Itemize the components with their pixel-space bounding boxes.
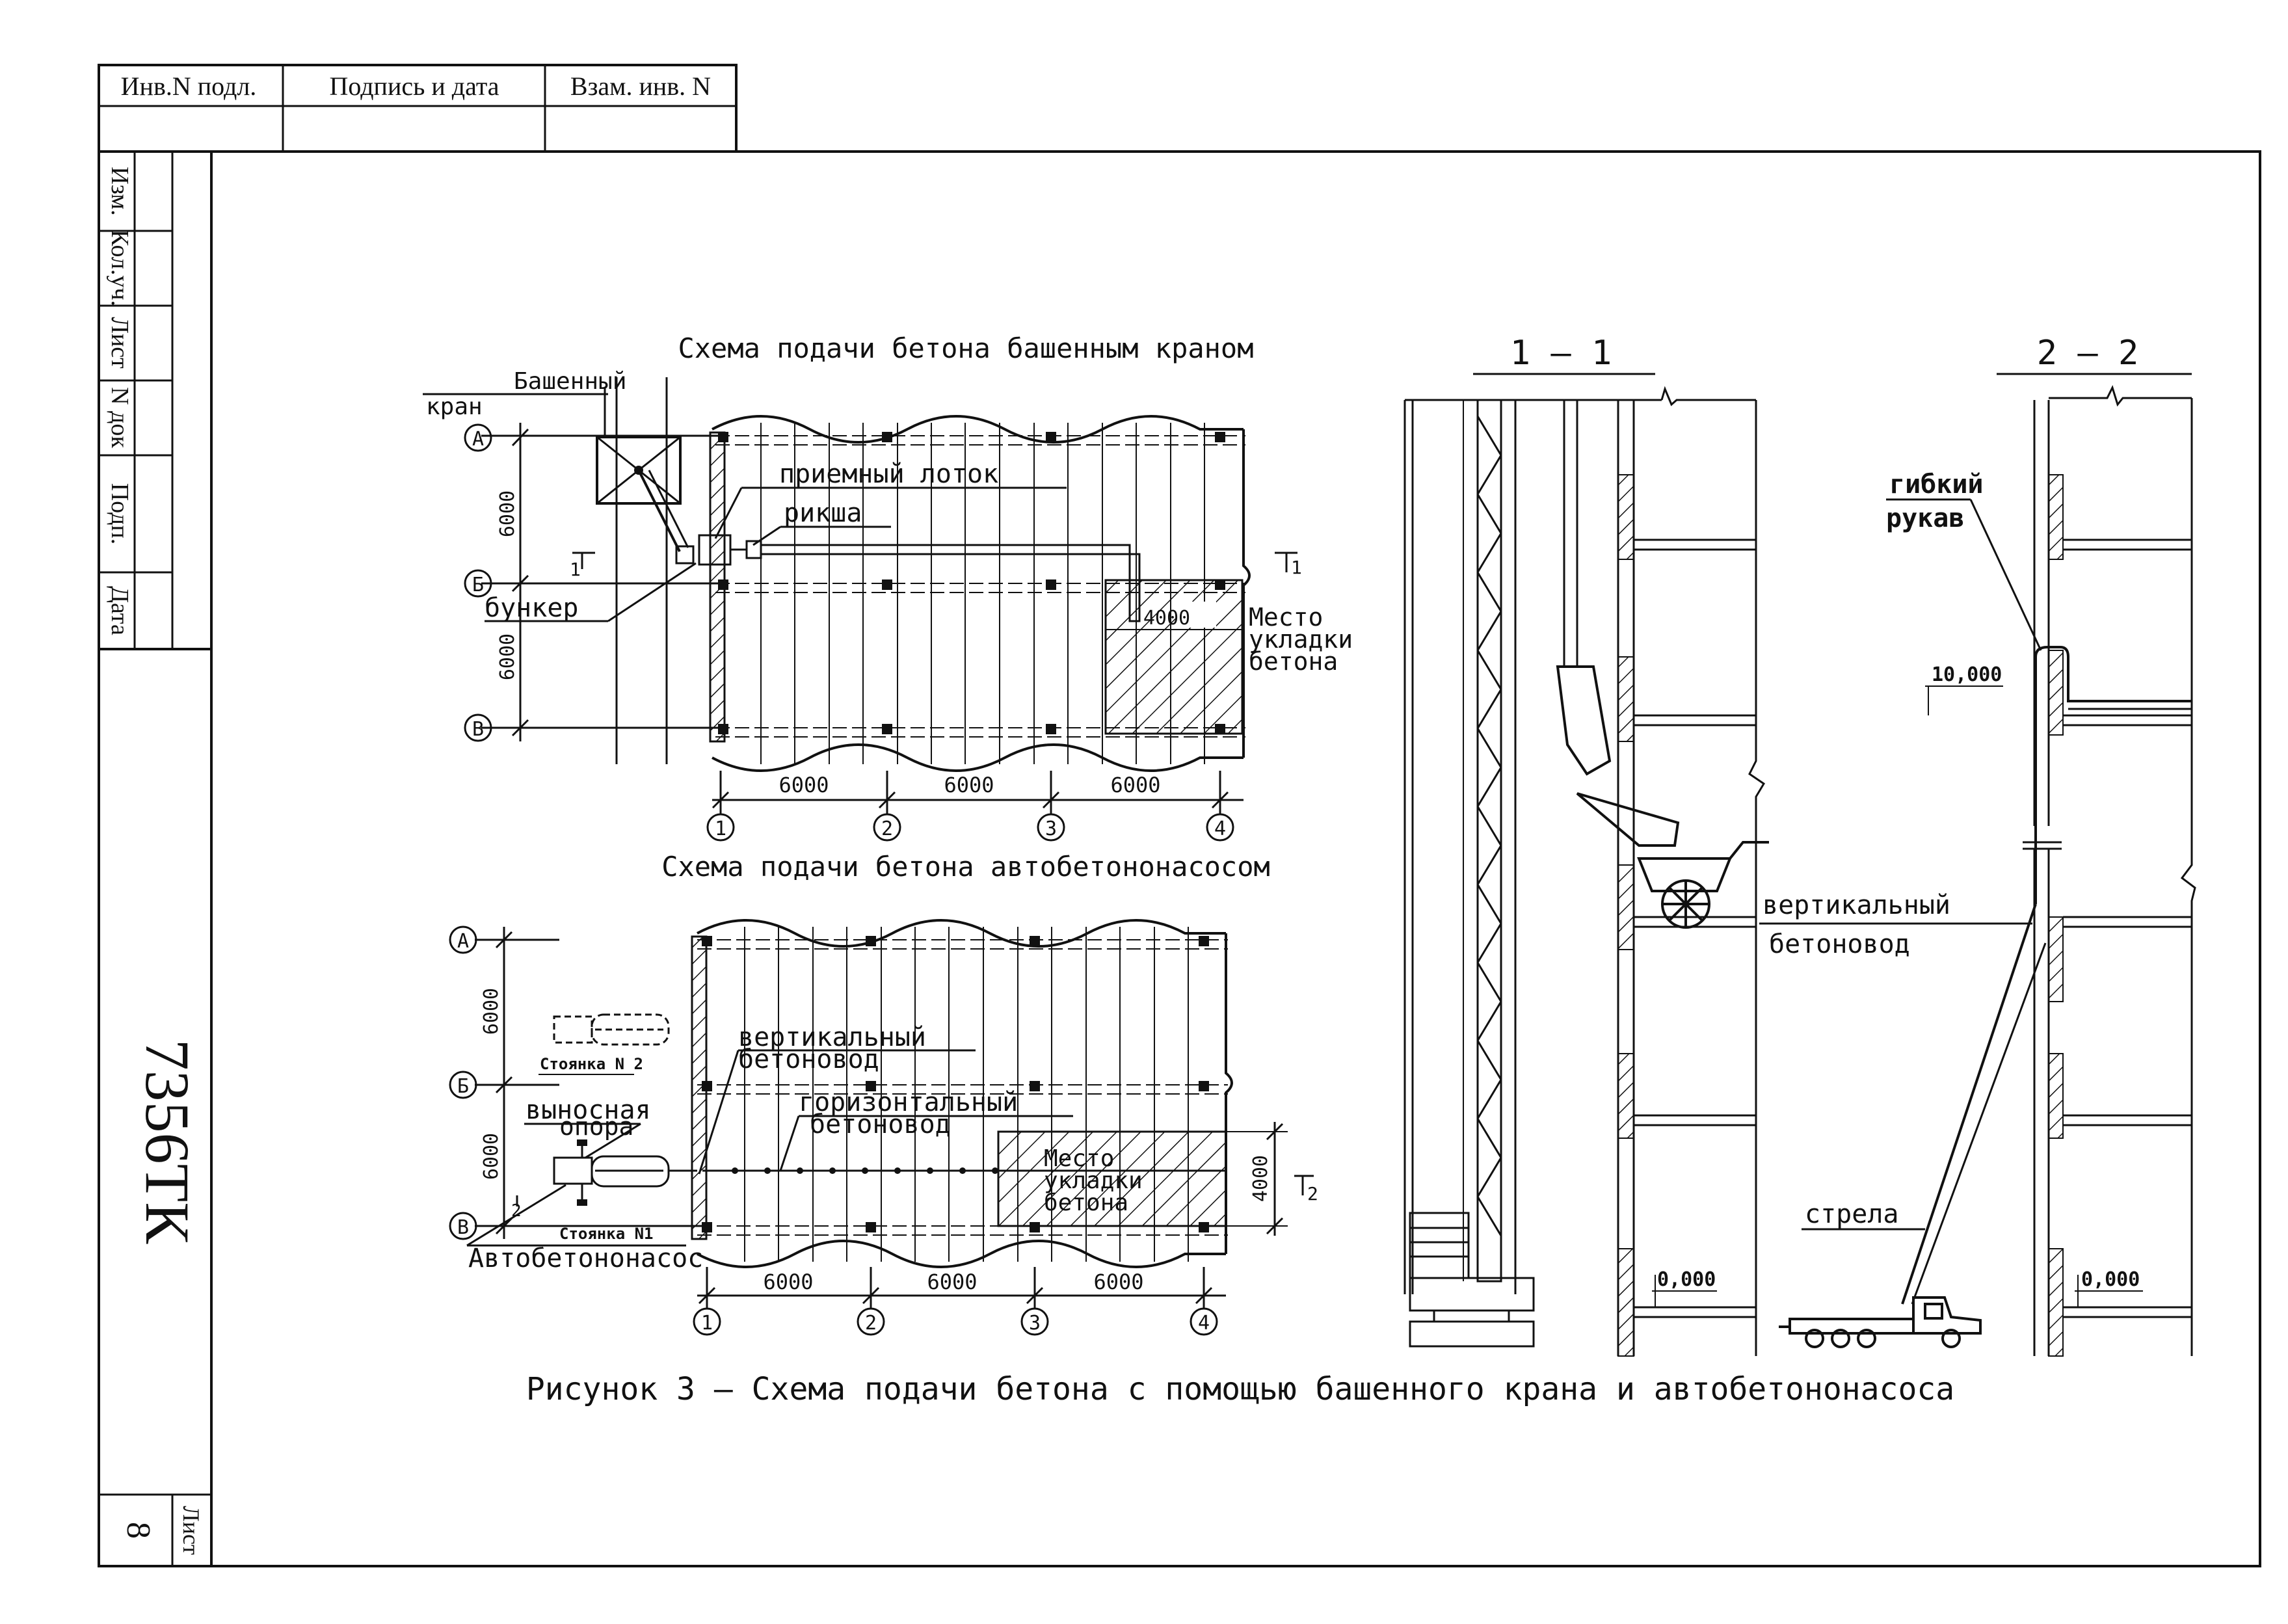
section2-vpipe-1: вертикальный xyxy=(1763,890,1950,920)
outrigger-label-1: выносная xyxy=(525,1095,651,1125)
section1-level-0: 0,000 xyxy=(1657,1268,1716,1291)
scheme2-placement-zone xyxy=(997,1130,1227,1227)
scheme1-zone-width: 4000 xyxy=(1143,607,1190,630)
pump-boom xyxy=(1901,903,2037,1305)
section2-mark-right: 2 xyxy=(1307,1183,1318,1205)
boom-label: стрела xyxy=(1805,1199,1899,1229)
sheet-number: 8 xyxy=(120,1522,157,1539)
scheme2-col-2: 2 xyxy=(865,1312,877,1335)
pump-parking1-icon xyxy=(553,1145,670,1201)
stamp-date: Дата xyxy=(106,586,133,635)
bucket-icon xyxy=(675,545,695,565)
scheme2-col-dim-1: 6000 xyxy=(763,1270,813,1294)
section1-title: 1 – 1 xyxy=(1510,334,1612,373)
scheme2-place-1: Место xyxy=(1044,1145,1114,1172)
tray-label: приемный лоток xyxy=(779,459,998,489)
scheme1-col-dim-2: 6000 xyxy=(944,773,994,797)
scheme1-place-2: укладки xyxy=(1249,625,1353,654)
scheme2-vpipe-1: вертикальный xyxy=(738,1022,926,1052)
scheme1-placement-zone xyxy=(1104,579,1244,735)
top-stamp: Инв.N подл. Подпись и дата Взам. инв. N xyxy=(98,64,738,153)
scheme-tower-crane: Схема подачи бетона башенным краном xyxy=(423,332,1353,842)
scheme1-place-1: Место xyxy=(1249,603,1323,632)
section1-mark-right: 1 xyxy=(1291,557,1302,578)
scheme2-col-4: 4 xyxy=(1198,1312,1210,1335)
section2-level-10: 10,000 xyxy=(1932,663,2002,686)
stamp-list: Лист xyxy=(106,317,133,369)
document-code: 7356ТК xyxy=(133,1039,202,1245)
section1-mark-left: 1 xyxy=(570,559,581,580)
section2-level-0: 0,000 xyxy=(2081,1268,2140,1291)
scheme1-row-dim-1: 6000 xyxy=(496,490,519,537)
scheme1-place-3: бетона xyxy=(1249,647,1338,676)
scheme2-row-dim-2: 6000 xyxy=(480,1133,503,1180)
scheme2-col-dim-2: 6000 xyxy=(927,1270,977,1294)
scheme2-hpipe-2: бетоновод xyxy=(810,1110,951,1139)
scheme1-col-dim-3: 6000 xyxy=(1110,773,1160,797)
tower-crane-icon xyxy=(596,436,682,505)
crane-label-1: Башенный xyxy=(514,368,626,395)
scheme2-col-1: 1 xyxy=(701,1312,713,1335)
scheme2-zone-width: 4000 xyxy=(1249,1155,1272,1202)
scheme2-row-a: А xyxy=(457,930,469,953)
hopper-label: бункер xyxy=(485,593,579,623)
scheme2-hpipe-1: горизонтальный xyxy=(799,1087,1018,1117)
stamp-inv-label: Инв.N подл. xyxy=(121,72,257,101)
scheme1-row-b: Б xyxy=(472,574,484,596)
scheme2-place-3: бетона xyxy=(1044,1190,1128,1216)
stamp-replace-label: Взам. инв. N xyxy=(570,72,711,101)
parking1-label: Стоянка N1 xyxy=(559,1225,654,1243)
pump-truck-icon xyxy=(1779,1296,1982,1348)
stamp-kol: Кол.уч. xyxy=(106,230,133,306)
scheme2-row-dim-1: 6000 xyxy=(480,988,503,1035)
parking2-label: Стоянка N 2 xyxy=(540,1055,643,1073)
scheme2-col-dim-3: 6000 xyxy=(1093,1270,1143,1294)
rickshaw-label: рикша xyxy=(784,498,862,528)
section2-mark-left: 2 xyxy=(511,1201,522,1221)
stamp-izm: Изм. xyxy=(106,166,133,215)
scheme1-col-3: 3 xyxy=(1045,818,1057,840)
stamp-signature-label: Подпись и дата xyxy=(329,72,499,101)
scheme1-col-dim-1: 6000 xyxy=(778,773,829,797)
pump-label: Автобетононасос xyxy=(468,1244,703,1273)
pump-parking2-icon xyxy=(553,1013,670,1046)
wheelbarrow-icon xyxy=(1637,841,1769,929)
side-stamp: Изм. Кол.уч. Лист N док Подп. Дата 7356Т… xyxy=(99,152,204,1555)
scheme2-vpipe-2: бетоновод xyxy=(738,1045,879,1074)
receiving-tray-icon xyxy=(1576,792,1680,847)
scheme2-row-v: В xyxy=(457,1216,469,1239)
figure-caption: Рисунок 3 – Схема подачи бетона с помощь… xyxy=(526,1371,1954,1407)
outrigger-label-2: опора xyxy=(559,1112,633,1141)
scheme2-title: Схема подачи бетона автобетононасосом xyxy=(661,851,1270,883)
scheme-concrete-pump: Схема подачи бетона автобетононасосом xyxy=(449,851,1318,1336)
scheme1-col-1: 1 xyxy=(715,818,726,840)
scheme2-col-3: 3 xyxy=(1029,1312,1041,1335)
sheet-label: Лист xyxy=(178,1506,204,1555)
stamp-ndok: N док xyxy=(106,387,133,448)
crane-label-2: кран xyxy=(426,393,483,420)
scheme2-place-2: укладки xyxy=(1044,1167,1143,1194)
scheme1-row-v: В xyxy=(472,718,484,741)
scheme1-title: Схема подачи бетона башенным краном xyxy=(678,332,1253,364)
scheme1-row-dim-2: 6000 xyxy=(496,633,519,680)
section-1-1: 1 – 1 xyxy=(1403,334,1769,1357)
hose-label-2: рукав xyxy=(1886,503,1964,533)
crane-base-icon xyxy=(1409,1212,1535,1348)
section2-title: 2 – 2 xyxy=(2037,334,2139,373)
rickshaw-icon xyxy=(745,540,762,559)
section-2-2: 2 – 2 гибкий рукав xyxy=(1759,334,2196,1357)
section2-vpipe-2: бетоновод xyxy=(1769,929,1910,959)
scheme1-col-4: 4 xyxy=(1214,818,1226,840)
scheme1-col-2: 2 xyxy=(881,818,893,840)
hose-label-1: гибкий xyxy=(1889,470,1984,499)
stamp-podp: Подп. xyxy=(106,483,133,545)
scheme2-row-b: Б xyxy=(457,1075,469,1098)
scheme1-row-a: А xyxy=(472,428,484,451)
crane-bucket-icon xyxy=(1556,665,1612,776)
